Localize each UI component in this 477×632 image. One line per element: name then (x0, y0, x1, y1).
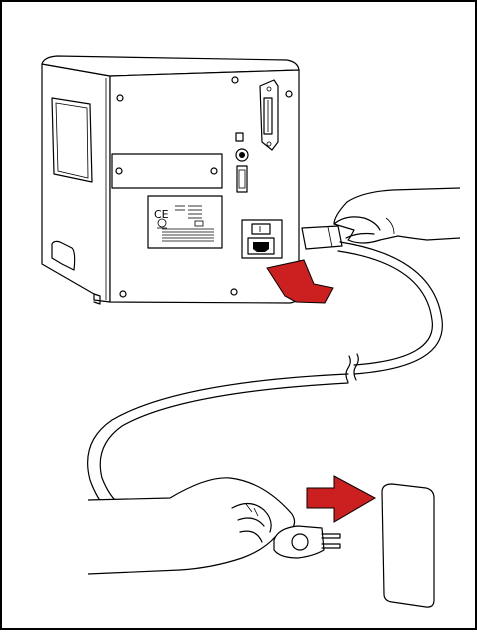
hand-holding-plug (88, 478, 340, 574)
printer-rear-view: CE (42, 56, 299, 304)
iec-connector (302, 226, 342, 249)
plug-prong (322, 534, 340, 538)
insert-arrow-outlet (307, 476, 375, 522)
plug-prong (322, 544, 340, 548)
wall-outlet (382, 484, 434, 607)
mains-plug (274, 526, 324, 558)
hand-holding-connector (302, 188, 460, 249)
